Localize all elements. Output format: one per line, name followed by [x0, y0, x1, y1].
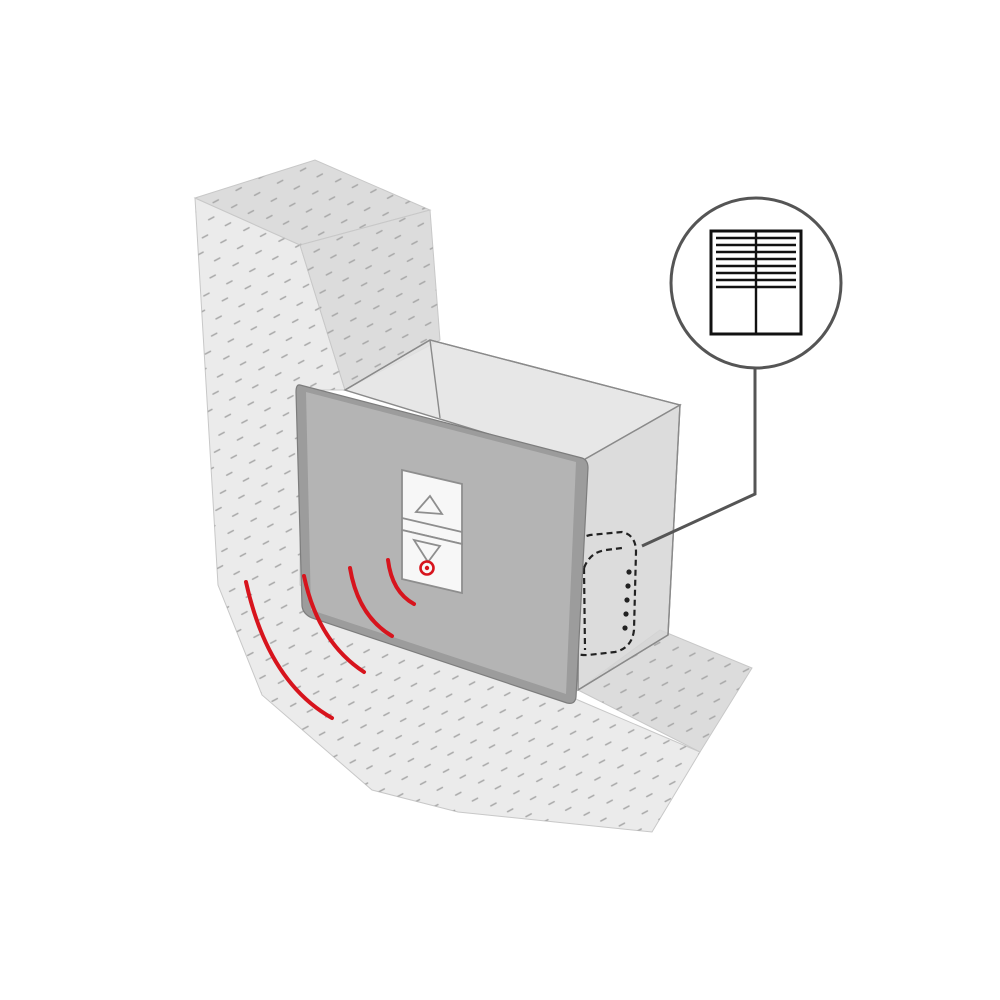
- module-outline-inner: [582, 567, 587, 651]
- signal-wave-4: [244, 580, 334, 720]
- signal-wave-3: [302, 574, 366, 674]
- triangle-up-icon: [414, 494, 444, 516]
- shutter-slats: [716, 236, 796, 289]
- module-contacts: [622, 569, 632, 631]
- wireless-signal-icon: [244, 558, 416, 720]
- mounting-box: [343, 339, 682, 692]
- rocker-switch[interactable]: [401, 468, 463, 595]
- roller-shutter-callout: [669, 196, 843, 370]
- wall-face-texture: [195, 198, 700, 832]
- signal-wave-2: [348, 566, 394, 638]
- triangle-down-icon: [412, 538, 442, 564]
- roller-shutter-icon: [709, 229, 803, 336]
- led-indicator-icon: [419, 560, 435, 576]
- switch-divider: [401, 517, 463, 533]
- wall-structure: [193, 159, 753, 833]
- module-outline-front: [582, 546, 623, 569]
- callout-line: [641, 368, 757, 548]
- wall-step-face-texture: [300, 210, 440, 390]
- callout-connector: [641, 368, 757, 548]
- signal-wave-1: [386, 558, 416, 606]
- box-back-edge: [344, 339, 681, 691]
- wall-top-ledge-texture: [195, 160, 430, 245]
